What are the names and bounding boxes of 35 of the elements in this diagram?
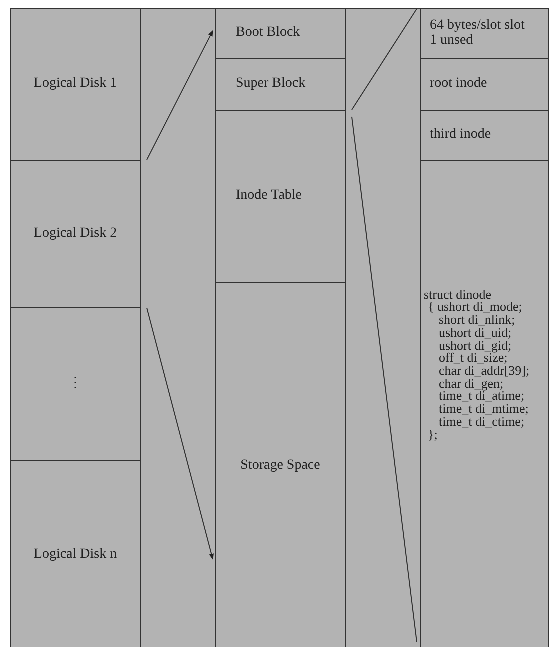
inode-slot: [420, 58, 549, 111]
block-label: Storage Space: [240, 458, 320, 474]
code-line: char di_addr[39];: [438, 365, 530, 378]
code-line: ushort di_uid;: [438, 326, 512, 340]
code-line: { ushort di_mode;: [428, 301, 522, 314]
code-line: short di_nlink;: [438, 314, 516, 327]
block-label: Logical Disk 2: [34, 226, 118, 242]
inode-slot: [420, 8, 549, 59]
code-line: off_t di_size;: [438, 352, 508, 365]
block-label: Logical Disk 1: [34, 77, 118, 92]
expansion-line: [352, 116, 418, 643]
arrow: [146, 30, 214, 160]
expansion-line: [352, 8, 418, 110]
block-label: Boot Block: [236, 26, 300, 41]
block-label: ⋮: [68, 376, 82, 392]
boot-block: [215, 8, 346, 59]
block-label: Inode Table: [236, 189, 302, 204]
code-line: ushort di_gid;: [438, 340, 512, 352]
code-line: time_t di_mtime;: [438, 403, 529, 416]
arrow: [146, 308, 214, 560]
inode-slot: [420, 110, 549, 161]
block-label: root inode: [430, 77, 488, 92]
block-label: Logical Disk n: [34, 548, 118, 562]
code-line: struct dinode: [424, 288, 492, 302]
inode-table-block: [215, 110, 346, 283]
block-label: third inode: [430, 128, 492, 143]
block-label: Super Block: [236, 77, 306, 92]
super-block: [215, 58, 346, 111]
storage-block: [215, 282, 346, 647]
inode-struct-block: [420, 160, 549, 647]
code-line: time_t di_ctime;: [438, 416, 525, 429]
code-line: char di_gen;: [438, 378, 504, 390]
block-label: 64 bytes/slot slot 1 unsed: [430, 18, 525, 48]
code-line: time_t di_atime;: [438, 390, 525, 404]
code-line: };: [427, 428, 438, 442]
